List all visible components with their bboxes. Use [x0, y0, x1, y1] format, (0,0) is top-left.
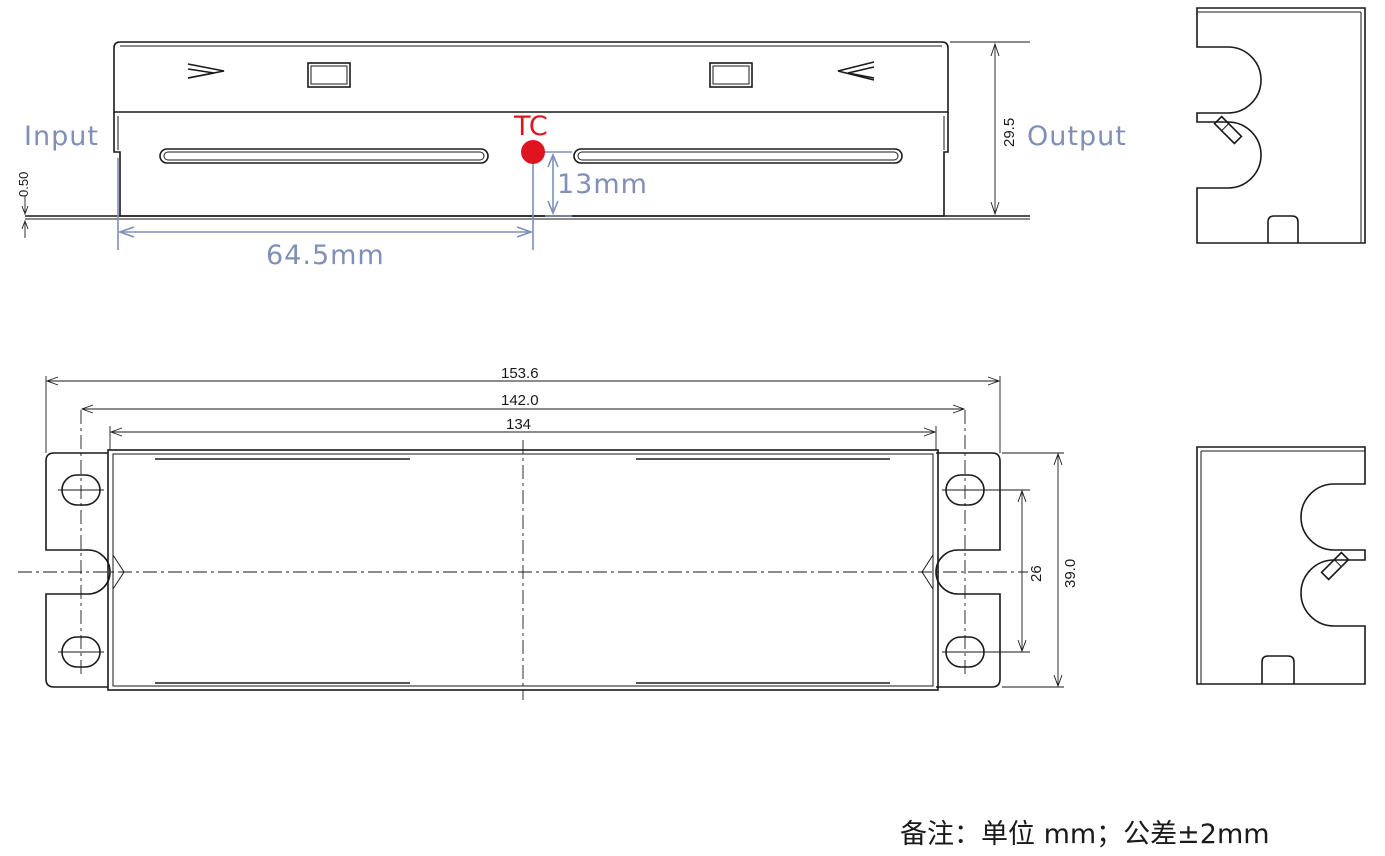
flange-dimension: 0.50 — [16, 172, 31, 197]
units-tolerance-note: 备注：单位 mm；公差±2mm — [900, 819, 1270, 850]
side-view: TC Input Output 64.5mm 13mm 29.5 0.50 — [16, 41, 1127, 271]
tc-label: TC — [513, 111, 548, 142]
input-label: Input — [24, 121, 99, 152]
overall-length-dimension: 153.6 — [501, 365, 539, 382]
body-length-dimension: 134 — [506, 416, 531, 433]
output-label: Output — [1027, 121, 1127, 152]
slot-pitch-dimension: 26 — [1028, 565, 1045, 582]
tc-point — [521, 140, 545, 164]
mounting-hole-bottom-right — [942, 636, 1030, 668]
end-view-output — [1196, 446, 1366, 685]
tc-offset-label: 64.5mm — [266, 240, 385, 271]
vent-slot-left — [159, 148, 489, 164]
right-arrow-mark — [837, 61, 875, 81]
tc-height-label: 13mm — [557, 169, 648, 200]
hole-pitch-dimension: 142.0 — [501, 392, 539, 409]
end-view-input — [1196, 7, 1366, 244]
mounting-hole-top-right — [942, 474, 1030, 506]
height-dimension: 29.5 — [1001, 118, 1018, 147]
top-view: 153.6 142.0 134 26 39.0 — [18, 365, 1079, 700]
width-dimension: 39.0 — [1062, 559, 1079, 588]
side-window-left — [307, 62, 351, 88]
vent-slot-right — [573, 148, 903, 164]
side-window-right — [709, 62, 753, 88]
